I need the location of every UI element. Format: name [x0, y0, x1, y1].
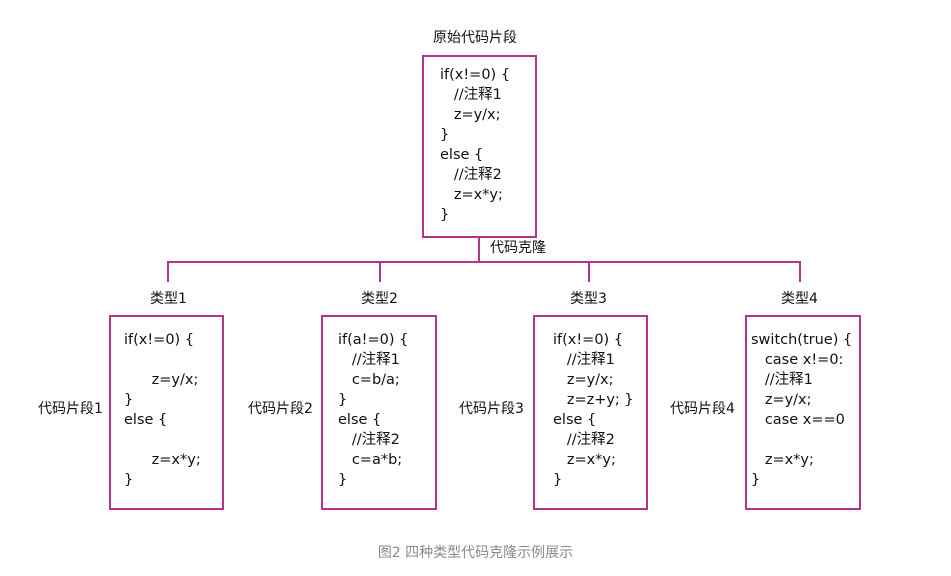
original-code: if(x!=0) { //注释1 z=y/x; } else { //注释2 z…	[440, 67, 511, 223]
fragment-label-4: 代码片段4	[670, 401, 735, 417]
fragment-label-1: 代码片段1	[38, 401, 103, 417]
code-box-2: if(a!=0) { //注释1 c=b/a; } else { //注释2 c…	[321, 315, 437, 510]
type-label-4: 类型4	[781, 291, 818, 307]
original-title: 原始代码片段	[433, 30, 517, 46]
code-box-1: if(x!=0) { z=y/x; } else { z=x*y; }	[109, 315, 224, 510]
original-code-box: if(x!=0) { //注释1 z=y/x; } else { //注释2 z…	[422, 55, 537, 238]
code-box-4: switch(true) { case x!=0: //注释1 z=y/x; c…	[745, 315, 861, 510]
branch-label: 代码克隆	[490, 240, 546, 256]
figure-caption: 图2 四种类型代码克隆示例展示	[377, 545, 574, 561]
code-2: if(a!=0) { //注释1 c=b/a; } else { //注释2 c…	[338, 332, 409, 488]
type-label-3: 类型3	[570, 291, 607, 307]
fragment-label-2: 代码片段2	[248, 401, 313, 417]
type-label-2: 类型2	[361, 291, 398, 307]
fragment-label-3: 代码片段3	[459, 401, 524, 417]
code-box-3: if(x!=0) { //注释1 z=y/x; z=z+y; } else { …	[533, 315, 648, 510]
code-1: if(x!=0) { z=y/x; } else { z=x*y; }	[124, 332, 201, 488]
type-label-1: 类型1	[150, 291, 187, 307]
code-4: switch(true) { case x!=0: //注释1 z=y/x; c…	[751, 332, 853, 488]
code-3: if(x!=0) { //注释1 z=y/x; z=z+y; } else { …	[553, 332, 634, 488]
